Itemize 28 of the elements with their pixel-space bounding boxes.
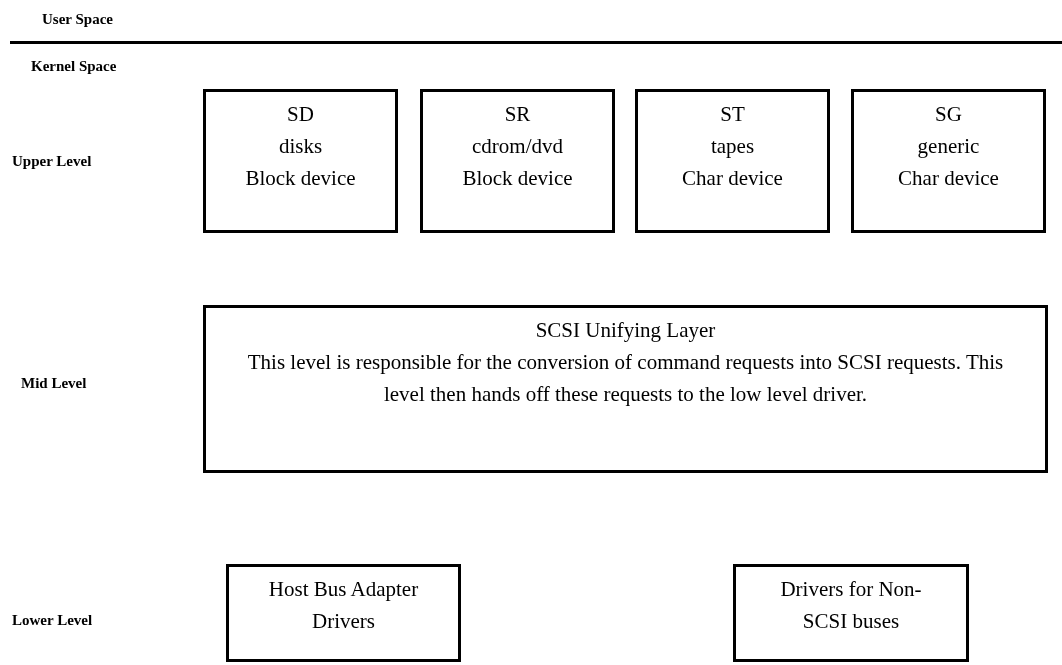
layer-box [733,564,969,662]
box-heading: ST [720,101,745,128]
layer-box [635,89,830,233]
level-label: User Space [42,10,113,29]
layer-box [420,89,615,233]
box-text: Block device [245,165,356,192]
box-text: Block device [462,165,573,192]
box-text: Char device [898,165,999,192]
box-heading: SD [287,101,314,128]
layer-box [203,89,398,233]
box-heading: Host Bus Adapter Drivers [267,576,420,635]
box-text: generic [917,133,980,160]
level-label: Kernel Space [31,57,117,76]
box-heading: SR [504,101,531,128]
box-text: tapes [710,133,755,160]
layer-box [203,305,1048,473]
box-text: disks [278,133,323,160]
box-text: cdrom/dvd [472,133,563,160]
layer-box [226,564,461,662]
level-label: Mid Level [21,374,87,393]
box-heading: SG [935,101,962,128]
box-heading: SCSI Unifying Layer [535,317,716,344]
level-label: Lower Level [12,611,93,630]
box-text: Char device [682,165,783,192]
box-heading: Drivers for Non-SCSI buses [779,576,923,635]
box-text: This level is responsible for the conversion of command requests into SCSI requests. This level then hands off these requests to the low level driver. [246,349,1005,408]
level-label: Upper Level [12,152,92,171]
layer-box [851,89,1046,233]
